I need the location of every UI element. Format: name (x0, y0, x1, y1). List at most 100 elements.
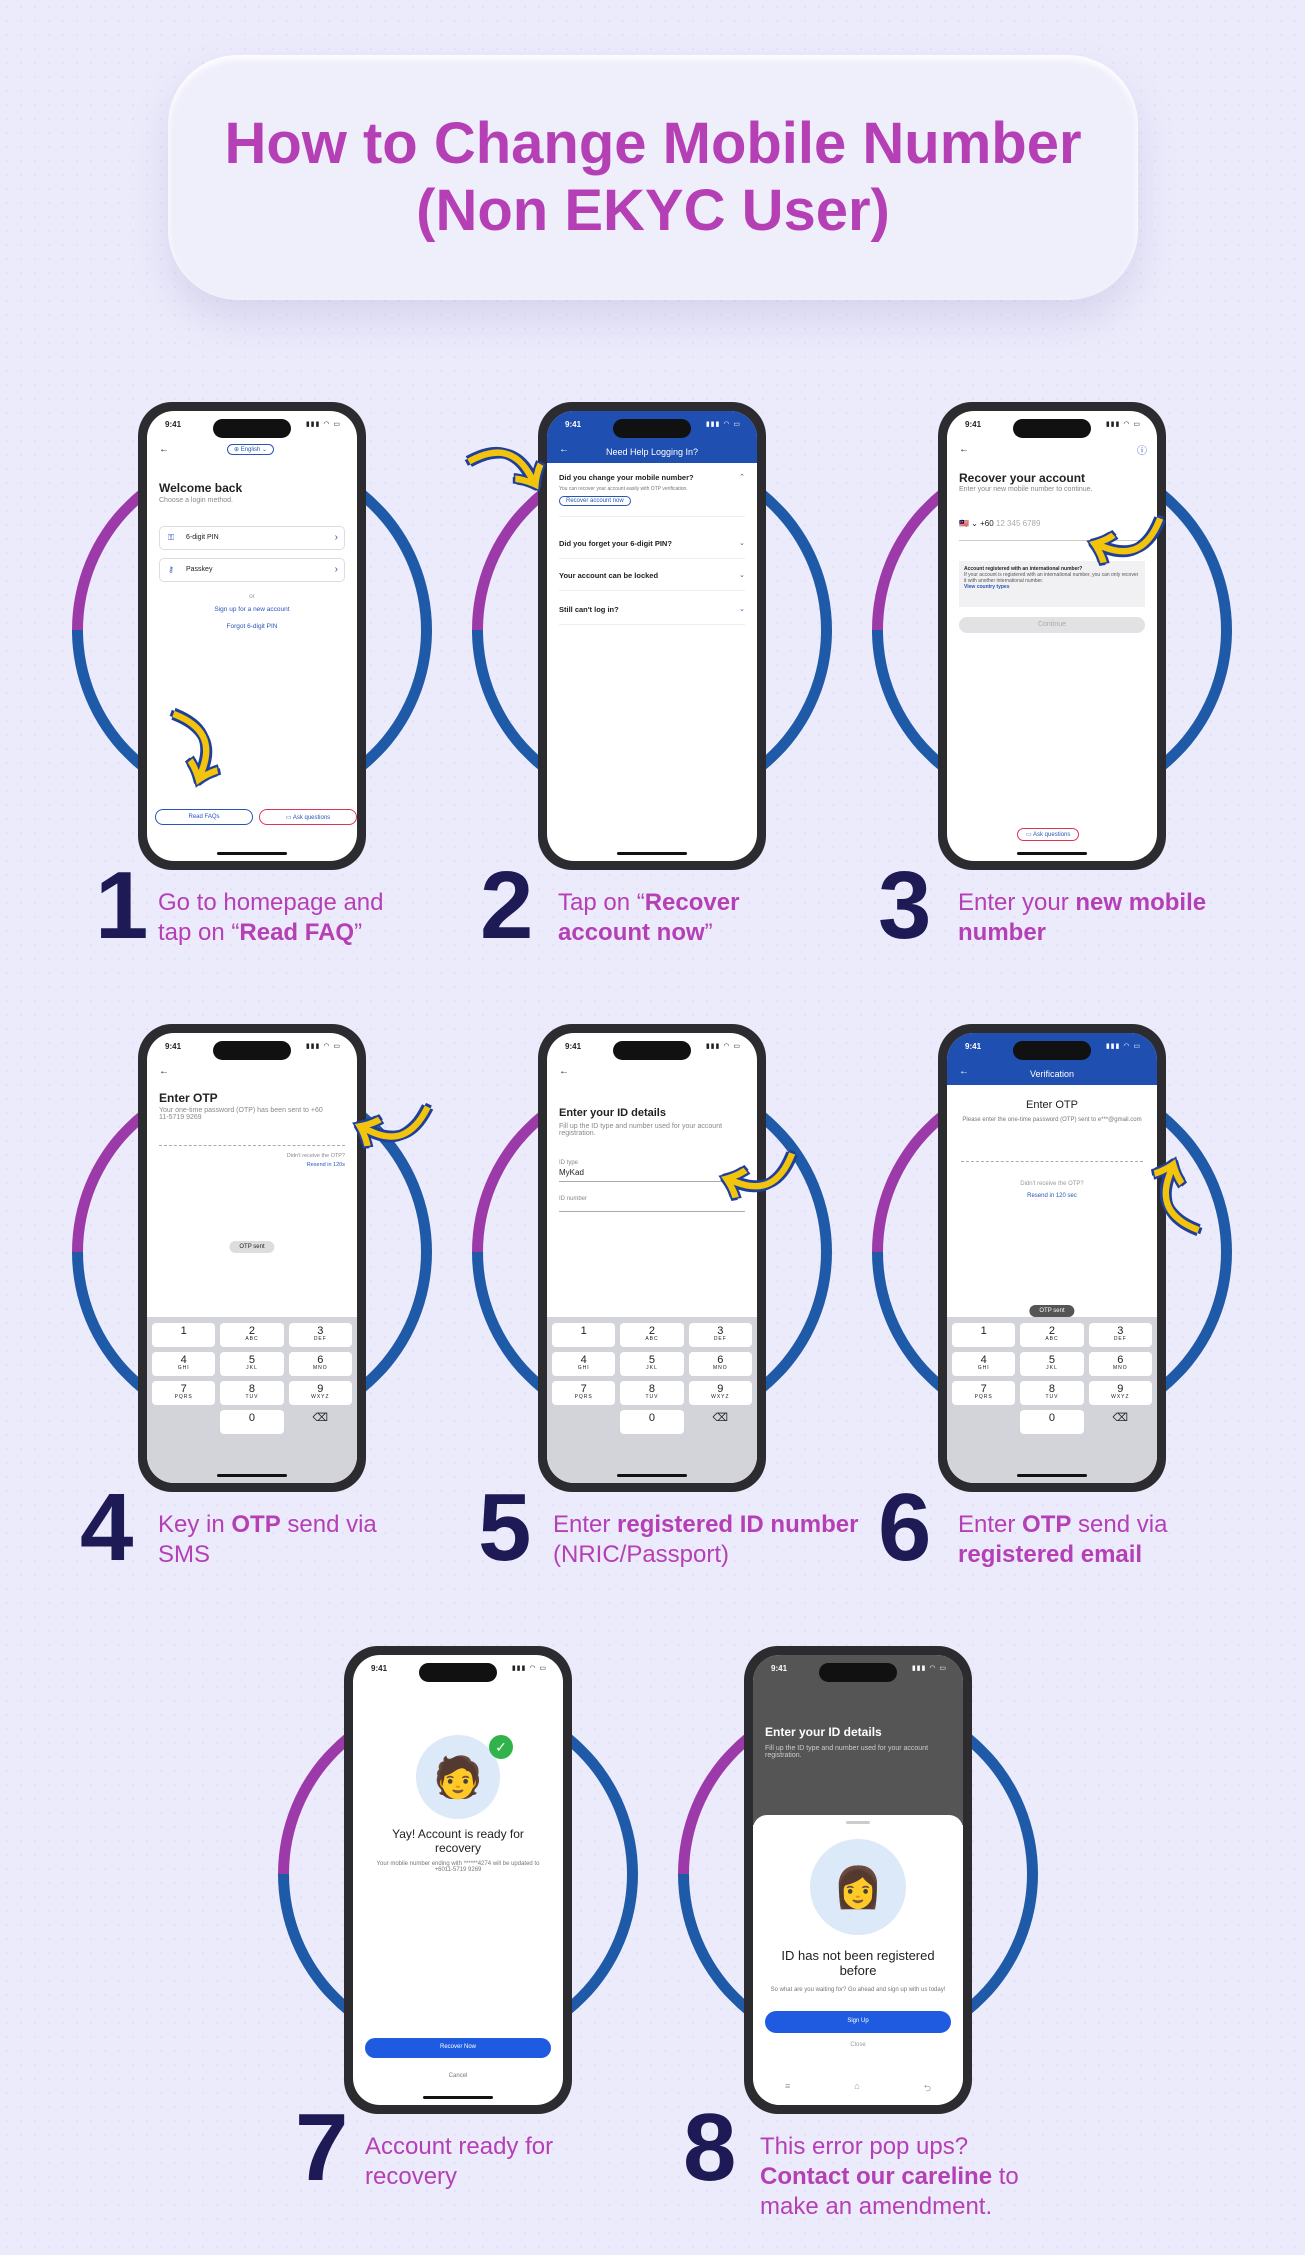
key-digit: 4 (980, 1354, 987, 1366)
ask-questions-button[interactable]: ▭ Ask questions (259, 809, 357, 825)
lock-icon: ⚿ (168, 533, 175, 542)
read-faq-button[interactable]: Read FAQs (155, 809, 253, 825)
language-selector[interactable]: ⊕ English ⌄ (227, 444, 275, 455)
key-letters: TUV (245, 1394, 259, 1400)
pin-option[interactable]: ⚿6-digit PIN› (159, 526, 345, 550)
ask-questions-button[interactable]: ▭ Ask questions (1017, 828, 1080, 841)
faq-answer: You can recover your account easily with… (559, 486, 688, 492)
faq-locked[interactable]: Your account can be locked⌄ (559, 571, 745, 591)
home-indicator (1017, 852, 1087, 855)
phone-step-5: 9:41 ▮▮▮ ◠ ▭ ← Enter your ID details Fil… (538, 1024, 766, 1492)
screen-account-ready: 9:41 ▮▮▮ ◠ ▭ 🧑 ✓ Yay! Account is ready f… (353, 1655, 563, 2105)
close-button[interactable]: Close (850, 2042, 866, 2048)
key-letters: TUV (645, 1394, 659, 1400)
step-caption-1: Go to homepage and tap on “Read FAQ” (158, 888, 418, 948)
faq-question: Your account can be locked (559, 571, 659, 580)
otp-sent-chip: OTP sent (1029, 1305, 1075, 1317)
status-time: 9:41 (565, 420, 582, 429)
key-letters: PQRS (574, 1394, 593, 1400)
return-icon[interactable]: ⮌ (923, 2083, 931, 2093)
back-arrow-icon[interactable]: ← (159, 444, 169, 455)
back-arrow-icon[interactable]: ← (959, 1066, 969, 1077)
continue-button[interactable]: Continue (959, 617, 1145, 633)
faq-mobile-number[interactable]: Did you change your mobile number?⌃You c… (559, 473, 745, 517)
key-digit: 3 (317, 1325, 324, 1337)
help-icon[interactable]: ⓘ (1137, 446, 1147, 457)
recover-now-button[interactable]: Recover Now (365, 2038, 551, 2058)
mobile-number-input[interactable]: 🇲🇾 ⌄ +60 12 345 6789 (959, 519, 1145, 541)
back-arrow-icon[interactable]: ← (559, 444, 569, 455)
key-0[interactable]: 0 (620, 1410, 684, 1434)
country-types-link[interactable]: View country types (964, 584, 1010, 590)
sheet-handle[interactable] (846, 1821, 870, 1824)
sign-up-button[interactable]: Sign Up (765, 2011, 951, 2033)
backspace-icon[interactable]: ⌫ (712, 1412, 729, 1424)
home-icon[interactable]: ⌂ (854, 2081, 860, 2091)
status-time: 9:41 (965, 420, 982, 429)
key-letters: DEF (713, 1336, 727, 1342)
step-caption-2: Tap on “Recover account now” (558, 888, 758, 948)
key-1[interactable]: 1 (952, 1323, 1016, 1347)
or-divider: or (249, 593, 255, 600)
signup-link[interactable]: Sign up for a new account (214, 606, 290, 613)
passkey-option[interactable]: ⚷Passkey› (159, 558, 345, 582)
otp-subtext: Your one-time password (OTP) has been se… (159, 1107, 323, 1121)
caption-end: (NRIC/Passport) (553, 1541, 730, 1568)
status-icons: ▮▮▮ ◠ ▭ (705, 421, 741, 428)
screen-id-details: 9:41 ▮▮▮ ◠ ▭ ← Enter your ID details Fil… (547, 1033, 757, 1483)
faq-cant-login[interactable]: Still can't log in?⌄ (559, 605, 745, 625)
menu-icon[interactable]: ≡ (785, 2081, 791, 2091)
phone-step-6: 9:41 ▮▮▮ ◠ ▭ ← Verification Enter OTP Pl… (938, 1024, 1166, 1492)
ready-heading: Yay! Account is ready for recovery (392, 1827, 524, 1855)
key-1[interactable]: 1 (152, 1323, 216, 1347)
key-1[interactable]: 1 (552, 1323, 616, 1347)
backspace-icon[interactable]: ⌫ (1112, 1412, 1129, 1424)
recover-account-button[interactable]: Recover account now (559, 496, 631, 506)
back-arrow-icon[interactable]: ← (159, 1066, 169, 1077)
key-letters: PQRS (174, 1394, 193, 1400)
key-letters: MNO (712, 1365, 728, 1371)
key-0[interactable]: 0 (220, 1410, 284, 1434)
key-0[interactable]: 0 (1020, 1410, 1084, 1434)
otp-input[interactable] (961, 1161, 1143, 1162)
backspace-icon[interactable]: ⌫ (312, 1412, 329, 1424)
otp-input[interactable] (159, 1145, 345, 1146)
back-arrow-icon[interactable]: ← (559, 1066, 569, 1077)
status-time: 9:41 (965, 1042, 982, 1051)
resend-link[interactable]: Resend in 120 sec (1027, 1193, 1077, 1199)
language-label: English (240, 447, 261, 453)
country-code: +60 (980, 519, 994, 528)
forgot-pin-link[interactable]: Forgot 6-digit PIN (226, 623, 278, 630)
resend-link[interactable]: Resend in 120s (306, 1162, 345, 1168)
back-arrow-icon[interactable]: ← (959, 444, 969, 455)
faq-forgot-pin[interactable]: Did you forget your 6-digit PIN?⌄ (559, 539, 745, 559)
id-number-input[interactable]: ID number (559, 1188, 745, 1212)
phone-step-4: 9:41 ▮▮▮ ◠ ▭ ← Enter OTP Your one-time p… (138, 1024, 366, 1492)
cancel-button[interactable]: Cancel (448, 2073, 468, 2079)
